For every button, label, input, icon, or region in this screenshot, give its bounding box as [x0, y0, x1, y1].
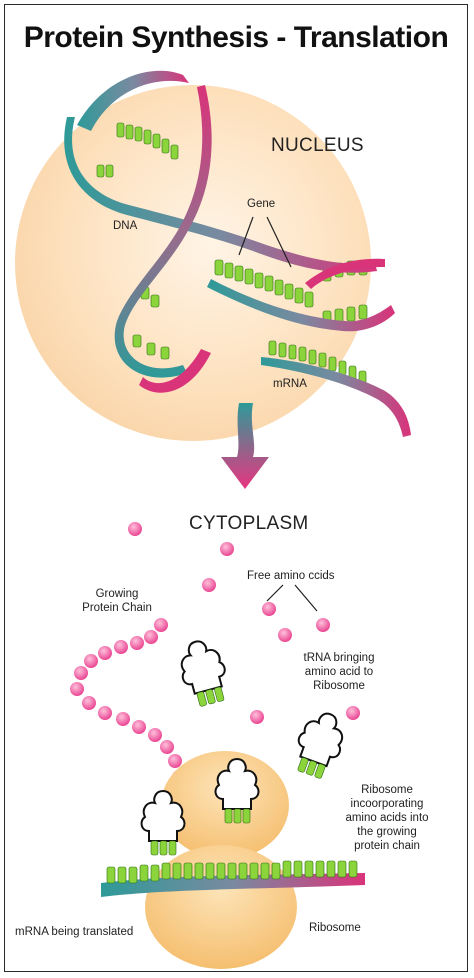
- page-title: Protein Synthesis - Translation: [23, 21, 449, 54]
- label-cytoplasm: CYTOPLASM: [189, 513, 309, 534]
- label-nucleus: NUCLEUS: [271, 135, 364, 156]
- label-mrna-being-translated: mRNA being translated: [15, 926, 134, 938]
- label-mrna: mRNA: [273, 378, 307, 390]
- ribosome-inc-line-4: the growing: [357, 826, 417, 838]
- trna-molecules: [140, 640, 344, 856]
- diagram-frame: Protein Synthesis - Translation: [4, 4, 468, 972]
- trna-line-3: Ribosome: [313, 680, 365, 692]
- label-ribosome: Ribosome: [309, 922, 361, 934]
- ribosome-inc-line-3: amino acids into: [345, 812, 429, 824]
- dna-helix: [64, 70, 395, 393]
- trna-line-1: tRNA bringing: [303, 652, 375, 664]
- transport-arrow: [221, 403, 269, 489]
- label-gene: Gene: [247, 198, 276, 210]
- growing-chain-line-1: Growing: [95, 588, 139, 600]
- ribosome-inc-line-2: incoorporating: [350, 798, 424, 810]
- growing-protein-chain: [70, 618, 186, 784]
- trna-line-2: amino acid to: [304, 666, 374, 678]
- label-trna: tRNA bringing amino acid to Ribosome: [285, 651, 393, 693]
- ribosome-inc-line-5: protein chain: [354, 840, 420, 852]
- label-ribosome-incorporating: Ribosome incoorporating amino acids into…: [331, 783, 443, 853]
- label-growing-protein-chain: Growing Protein Chain: [67, 587, 167, 615]
- gene-pointer-lines: [238, 216, 292, 268]
- growing-chain-line-2: Protein Chain: [82, 602, 152, 614]
- mrna-translated-strand: [101, 860, 365, 897]
- diagram-art: [15, 70, 411, 969]
- ribosome-inc-line-1: Ribosome: [361, 784, 413, 796]
- mrna-strand: [261, 340, 411, 437]
- label-dna: DNA: [113, 220, 138, 232]
- free-amino-acids: [128, 522, 360, 724]
- label-free-amino-acids: Free amino ccids: [247, 570, 335, 582]
- amino-acid-pointer-lines: [266, 584, 318, 612]
